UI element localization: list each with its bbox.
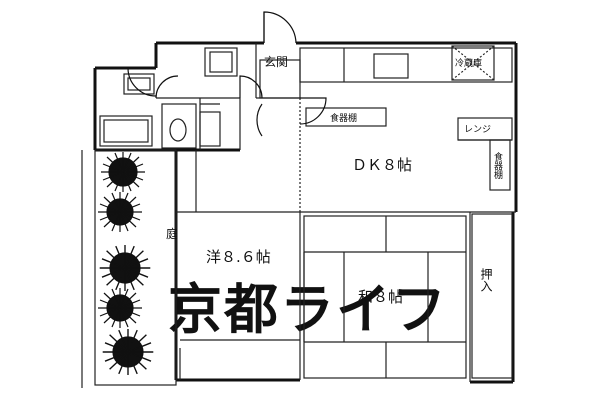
refrigerator-label: 冷蔵庫 (455, 57, 482, 69)
closet-label: 押入 (479, 268, 493, 292)
western-room-label: 洋８.６帖 (206, 248, 271, 266)
plant-icon (102, 328, 154, 376)
interior-lines (81, 43, 516, 388)
entrance-label: 玄関 (264, 54, 288, 69)
plant-icon (97, 287, 143, 329)
garden-plants (97, 152, 154, 376)
cupboard-right-label: 食器棚 (492, 151, 503, 180)
range-label: レンジ (464, 125, 491, 135)
plant-icon (101, 152, 145, 192)
dk-label: ＤＫ８帖 (352, 156, 412, 174)
doors (127, 11, 327, 137)
watermark-text: 京都ライフ (168, 278, 448, 341)
plant-icon (97, 191, 143, 233)
garden-label: 庭 (166, 226, 178, 241)
cupboard-top-label: 食器棚 (330, 112, 357, 124)
japanese-room-label: 和８帖 (358, 288, 403, 306)
plant-icon (99, 244, 151, 292)
